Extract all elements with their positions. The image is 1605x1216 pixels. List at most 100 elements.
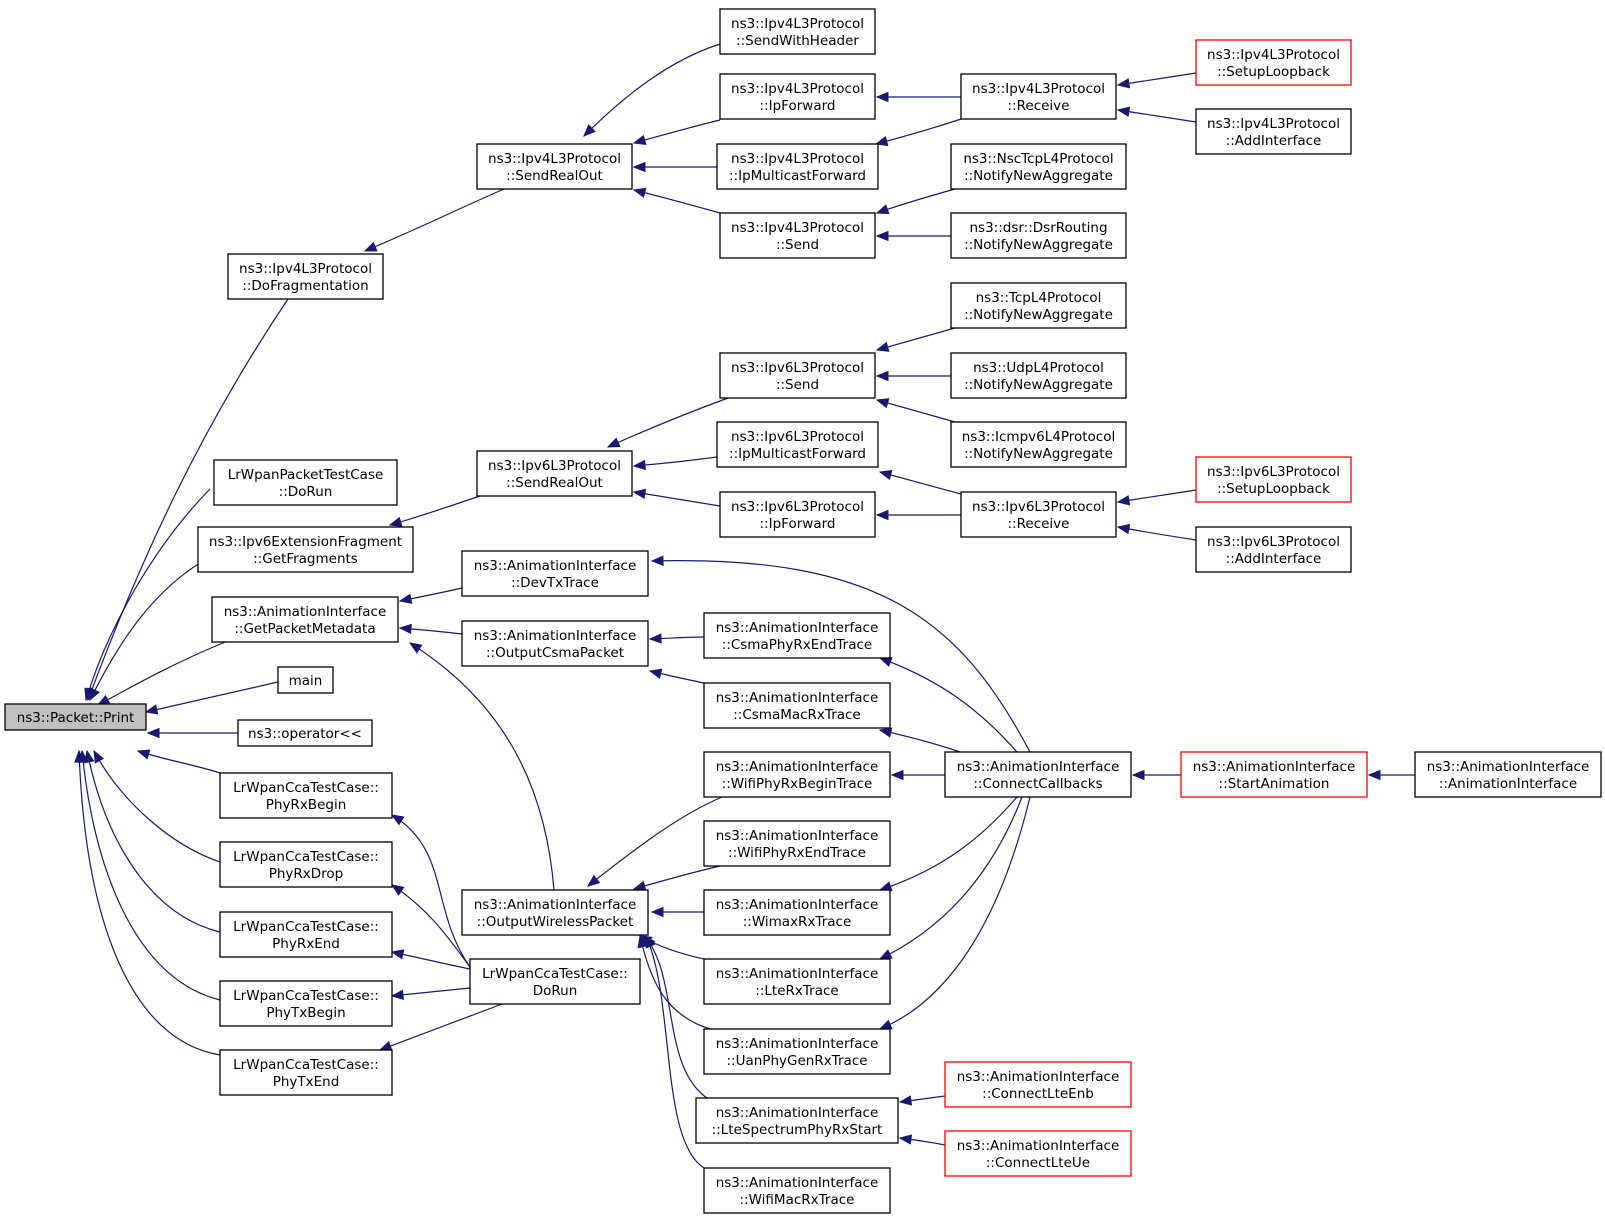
- arrowhead: [89, 687, 100, 702]
- node-n0[interactable]: ns3::Packet::Print: [4, 703, 147, 731]
- edge-n47-n40: [1116, 523, 1197, 541]
- edge-line: [85, 488, 211, 701]
- arrowhead: [632, 459, 646, 471]
- node-label-line: ns3::AnimationInterface: [716, 620, 879, 636]
- node-n16[interactable]: ns3::AnimationInterface::OutputWirelessP…: [461, 889, 649, 936]
- node-n12[interactable]: ns3::Ipv4L3Protocol::SendRealOut: [476, 143, 633, 190]
- node-n45[interactable]: ns3::Ipv4L3Protocol::AddInterface: [1195, 108, 1352, 155]
- node-n44[interactable]: ns3::Ipv4L3Protocol::SetupLoopback: [1195, 39, 1352, 86]
- node-label-line: ::GetFragments: [253, 551, 358, 567]
- node-n41[interactable]: ns3::AnimationInterface::ConnectCallback…: [944, 751, 1132, 798]
- node-label-line: ::SetupLoopback: [1217, 481, 1330, 497]
- arrowhead: [878, 727, 893, 738]
- edge-line: [391, 987, 471, 997]
- node-n32[interactable]: ns3::AnimationInterface::LteSpectrumPhyR…: [695, 1097, 899, 1144]
- arrowhead: [586, 874, 601, 887]
- edge-n9-n0: [84, 749, 221, 933]
- node-n40[interactable]: ns3::Ipv6L3Protocol::Receive: [960, 491, 1117, 538]
- edge-n16-n4: [408, 642, 555, 891]
- node-n25[interactable]: ns3::AnimationInterface::CsmaPhyRxEndTra…: [703, 612, 891, 659]
- node-n35[interactable]: ns3::NscTcpL4Protocol::NotifyNewAggregat…: [950, 143, 1127, 190]
- node-box: [950, 282, 1127, 329]
- node-box: [716, 143, 879, 190]
- node-n8[interactable]: LrWpanCcaTestCase::PhyRxDrop: [219, 841, 393, 888]
- node-n1[interactable]: ns3::Ipv4L3Protocol::DoFragmentation: [227, 253, 384, 300]
- node-n47[interactable]: ns3::Ipv6L3Protocol::AddInterface: [1195, 526, 1352, 573]
- node-box: [461, 550, 649, 597]
- edge-n44-n34: [1116, 72, 1197, 89]
- node-n31[interactable]: ns3::AnimationInterface::UanPhyGenRxTrac…: [703, 1028, 891, 1075]
- arrowhead: [898, 1134, 913, 1145]
- node-n38[interactable]: ns3::UdpL4Protocol::NotifyNewAggregate: [950, 352, 1127, 399]
- edge-n39-n22: [875, 398, 956, 423]
- node-n21[interactable]: ns3::Ipv4L3Protocol::Send: [719, 212, 876, 259]
- node-n28[interactable]: ns3::AnimationInterface::WifiPhyRxEndTra…: [703, 820, 891, 867]
- node-n7[interactable]: LrWpanCcaTestCase::PhyRxBegin: [219, 772, 393, 819]
- node-n43[interactable]: ns3::AnimationInterface::ConnectLteUe: [944, 1130, 1132, 1177]
- node-n5[interactable]: main: [277, 666, 334, 694]
- edge-n27-n16: [586, 796, 723, 887]
- node-n36[interactable]: ns3::dsr::DsrRouting::NotifyNewAggregate: [950, 212, 1127, 259]
- node-label-line: ns3::AnimationInterface: [474, 628, 637, 644]
- node-n4[interactable]: ns3::AnimationInterface::GetPacketMetada…: [211, 596, 399, 643]
- node-label-line: ns3::Ipv6ExtensionFragment: [209, 534, 402, 550]
- edge-n42-n32: [898, 1095, 946, 1106]
- edge-line: [86, 750, 221, 933]
- node-n33[interactable]: ns3::AnimationInterface::WifiMacRxTrace: [703, 1167, 891, 1214]
- node-box: [1195, 39, 1352, 86]
- node-box: [461, 620, 649, 667]
- node-n24[interactable]: ns3::Ipv6L3Protocol::IpForward: [719, 491, 876, 538]
- node-label-line: ns3::Ipv4L3Protocol: [1207, 116, 1340, 132]
- edge-line: [651, 560, 1031, 753]
- node-label-line: ::Send: [776, 377, 819, 393]
- node-n26[interactable]: ns3::AnimationInterface::CsmaMacRxTrace: [703, 682, 891, 729]
- node-label-line: PhyTxEnd: [273, 1074, 340, 1090]
- arrowhead: [632, 880, 647, 891]
- node-n37[interactable]: ns3::TcpL4Protocol::NotifyNewAggregate: [950, 282, 1127, 329]
- node-n22[interactable]: ns3::Ipv6L3Protocol::Send: [719, 352, 876, 399]
- edge-line: [145, 681, 279, 713]
- node-n17[interactable]: LrWpanCcaTestCase::DoRun: [469, 958, 641, 1005]
- node-n18[interactable]: ns3::Ipv4L3Protocol::SendWithHeader: [719, 8, 876, 55]
- node-n29[interactable]: ns3::AnimationInterface::WimaxRxTrace: [703, 889, 891, 936]
- node-n6[interactable]: ns3::operator<<: [237, 719, 373, 747]
- node-n23[interactable]: ns3::Ipv6L3Protocol::IpMulticastForward: [716, 421, 879, 468]
- edge-n41-n25: [878, 657, 1018, 753]
- node-n19[interactable]: ns3::Ipv4L3Protocol::IpForward: [719, 73, 876, 120]
- edge-line: [633, 456, 718, 467]
- edge-line: [81, 750, 221, 1001]
- node-n11[interactable]: LrWpanCcaTestCase::PhyTxEnd: [219, 1049, 393, 1096]
- node-label-line: PhyRxBegin: [266, 797, 347, 813]
- node-label-line: ::UanPhyGenRxTrace: [727, 1053, 868, 1069]
- node-box: [219, 841, 393, 888]
- node-n14[interactable]: ns3::AnimationInterface::DevTxTrace: [461, 550, 649, 597]
- node-label-line: ::SetupLoopback: [1217, 64, 1330, 80]
- edge-n40-n23: [878, 469, 962, 495]
- node-label-line: ns3::Ipv6L3Protocol: [972, 499, 1105, 515]
- edge-line: [78, 750, 221, 1056]
- node-n3[interactable]: ns3::Ipv6ExtensionFragment::GetFragments: [197, 526, 414, 573]
- node-n30[interactable]: ns3::AnimationInterface::LteRxTrace: [703, 958, 891, 1005]
- node-n20[interactable]: ns3::Ipv4L3Protocol::IpMulticastForward: [716, 143, 879, 190]
- node-n48[interactable]: ns3::AnimationInterface::StartAnimation: [1180, 751, 1368, 798]
- node-n2[interactable]: LrWpanPacketTestCase::DoRun: [213, 459, 398, 506]
- node-n27[interactable]: ns3::AnimationInterface::WifiPhyRxBeginT…: [703, 751, 891, 798]
- node-label-line: ns3::AnimationInterface: [224, 604, 387, 620]
- node-n13[interactable]: ns3::Ipv6L3Protocol::SendRealOut: [476, 450, 633, 497]
- node-label-line: ::Receive: [1008, 516, 1070, 532]
- arrowhead: [1116, 106, 1131, 117]
- node-label-line: ::DoFragmentation: [242, 278, 368, 294]
- node-n39[interactable]: ns3::Icmpv6L4Protocol::NotifyNewAggregat…: [950, 421, 1127, 468]
- edge-n23-n13: [632, 456, 718, 471]
- arrowhead: [875, 230, 889, 242]
- node-n42[interactable]: ns3::AnimationInterface::ConnectLteEnb: [944, 1061, 1132, 1108]
- node-n49[interactable]: ns3::AnimationInterface::AnimationInterf…: [1414, 751, 1602, 798]
- node-n10[interactable]: LrWpanCcaTestCase::PhyTxBegin: [219, 980, 393, 1027]
- edge-line: [89, 556, 211, 701]
- node-n34[interactable]: ns3::Ipv4L3Protocol::Receive: [960, 73, 1117, 120]
- edge-line: [87, 298, 289, 701]
- node-n15[interactable]: ns3::AnimationInterface::OutputCsmaPacke…: [461, 620, 649, 667]
- node-n9[interactable]: LrWpanCcaTestCase::PhyRxEnd: [219, 911, 393, 958]
- edge-n41-n26: [878, 727, 961, 753]
- node-n46[interactable]: ns3::Ipv6L3Protocol::SetupLoopback: [1195, 456, 1352, 503]
